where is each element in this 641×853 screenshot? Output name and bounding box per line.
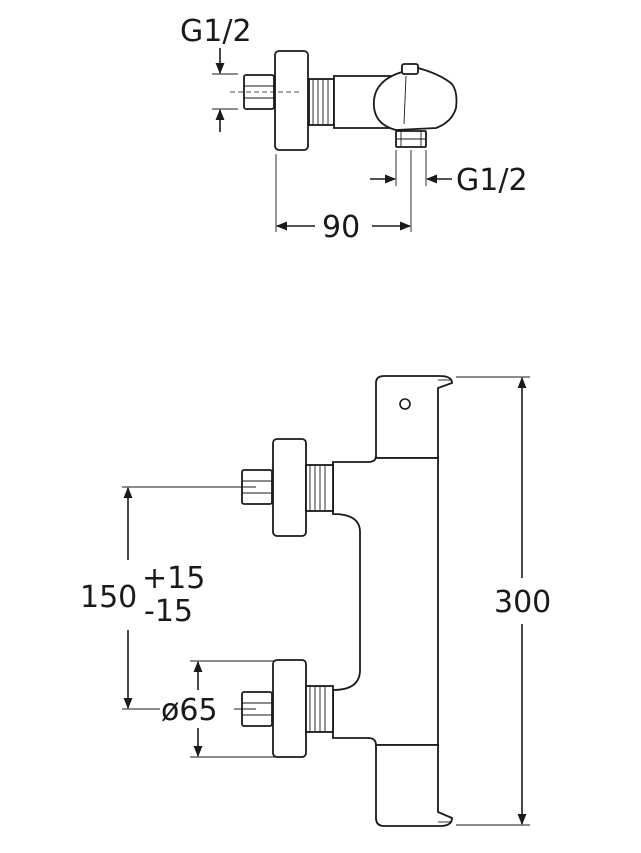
depth-dimension: 90 <box>322 210 360 245</box>
centers-tolerance-plus: +15 <box>142 561 205 596</box>
front-lower-connector <box>305 685 334 733</box>
front-top-cap <box>375 375 453 459</box>
top-handle-knob <box>401 63 419 75</box>
front-valve-column <box>332 455 439 746</box>
centers-tolerance-minus: -15 <box>144 594 193 629</box>
inlet-thread-label: G1/2 <box>180 14 252 49</box>
outlet-thread-label: G1/2 <box>456 163 528 198</box>
front-view: 150 +15 -15 ø65 300 <box>80 375 551 827</box>
front-cap-screw <box>399 398 411 410</box>
top-escutcheon <box>274 50 309 151</box>
top-handle <box>373 62 458 131</box>
front-upper-escutcheon <box>272 438 307 537</box>
front-bottom-cap <box>375 744 453 827</box>
centers-nominal: 150 <box>80 580 137 615</box>
front-upper-connector <box>305 464 334 512</box>
top-view: G1/2 G1/2 90 <box>180 14 528 245</box>
escutcheon-diameter: ø65 <box>161 693 218 728</box>
height-dimension: 300 <box>494 585 551 620</box>
front-lower-escutcheon <box>272 659 307 758</box>
